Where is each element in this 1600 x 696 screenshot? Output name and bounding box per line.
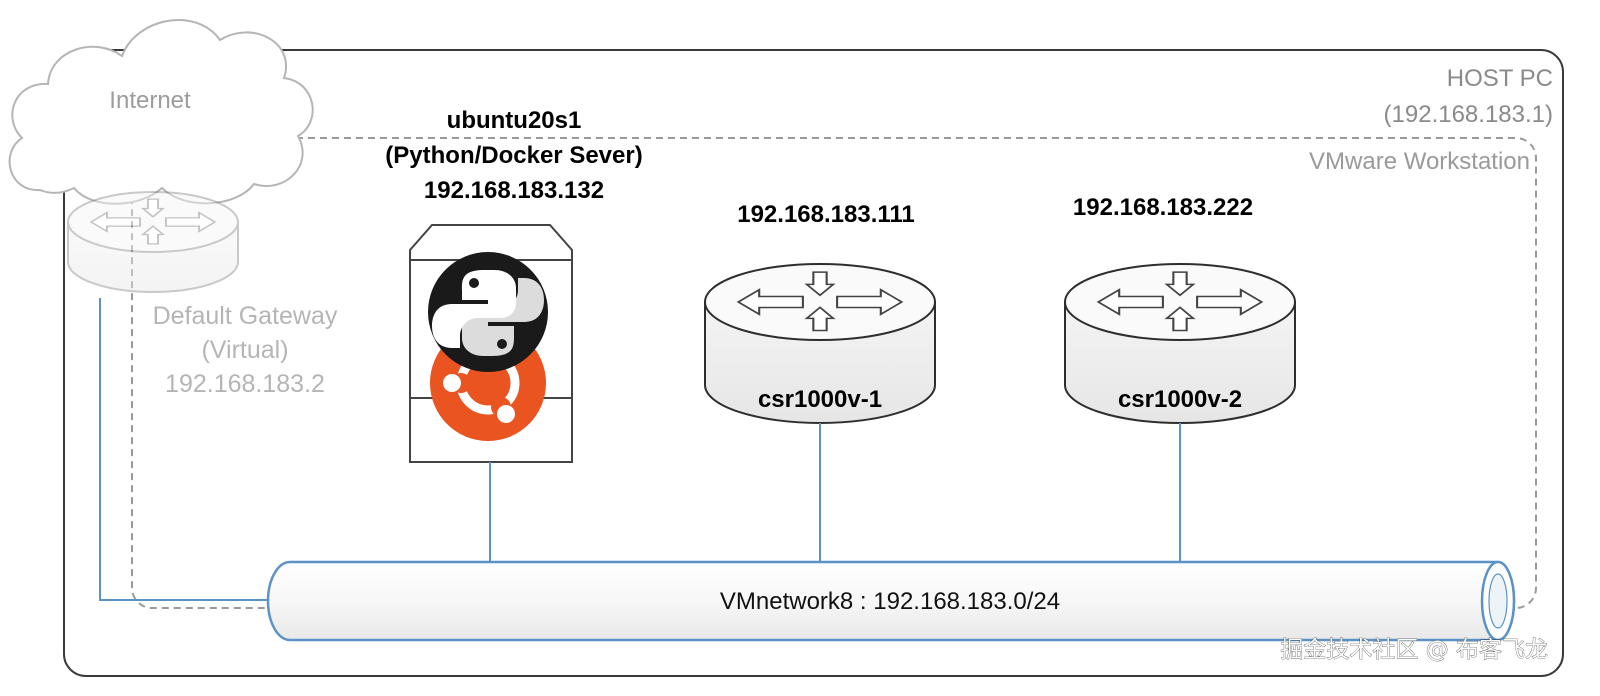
router2-ip: 192.168.183.222 bbox=[1073, 194, 1253, 221]
internet-label: Internet bbox=[109, 87, 191, 114]
vmware-title: VMware Workstation bbox=[1309, 148, 1530, 175]
router1-icon bbox=[704, 263, 936, 424]
router1-ip: 192.168.183.111 bbox=[737, 201, 915, 228]
internet-cloud-icon bbox=[8, 19, 314, 205]
python-logo-icon bbox=[428, 252, 548, 372]
host-ip: (192.168.183.1) bbox=[1384, 101, 1553, 128]
host-pc-frame bbox=[63, 49, 1564, 677]
router2-icon bbox=[1064, 263, 1296, 424]
router1-name: csr1000v-1 bbox=[758, 386, 882, 413]
network-tube bbox=[266, 560, 1516, 642]
server-ip: 192.168.183.132 bbox=[424, 177, 604, 204]
server-name: ubuntu20s1 bbox=[447, 107, 582, 134]
watermark: 掘金技术社区 @ 布客飞龙 bbox=[1280, 637, 1548, 663]
gateway-router-icon bbox=[67, 191, 239, 293]
server-role: (Python/Docker Sever) bbox=[385, 142, 642, 169]
gateway-ip: 192.168.183.2 bbox=[165, 370, 325, 398]
network-label: VMnetwork8 : 192.168.183.0/24 bbox=[720, 588, 1060, 615]
gateway-line1: Default Gateway bbox=[153, 302, 338, 330]
host-title: HOST PC bbox=[1447, 65, 1553, 92]
gateway-link bbox=[99, 298, 272, 601]
gateway-line2: (Virtual) bbox=[201, 336, 288, 364]
router2-name: csr1000v-2 bbox=[1118, 386, 1242, 413]
